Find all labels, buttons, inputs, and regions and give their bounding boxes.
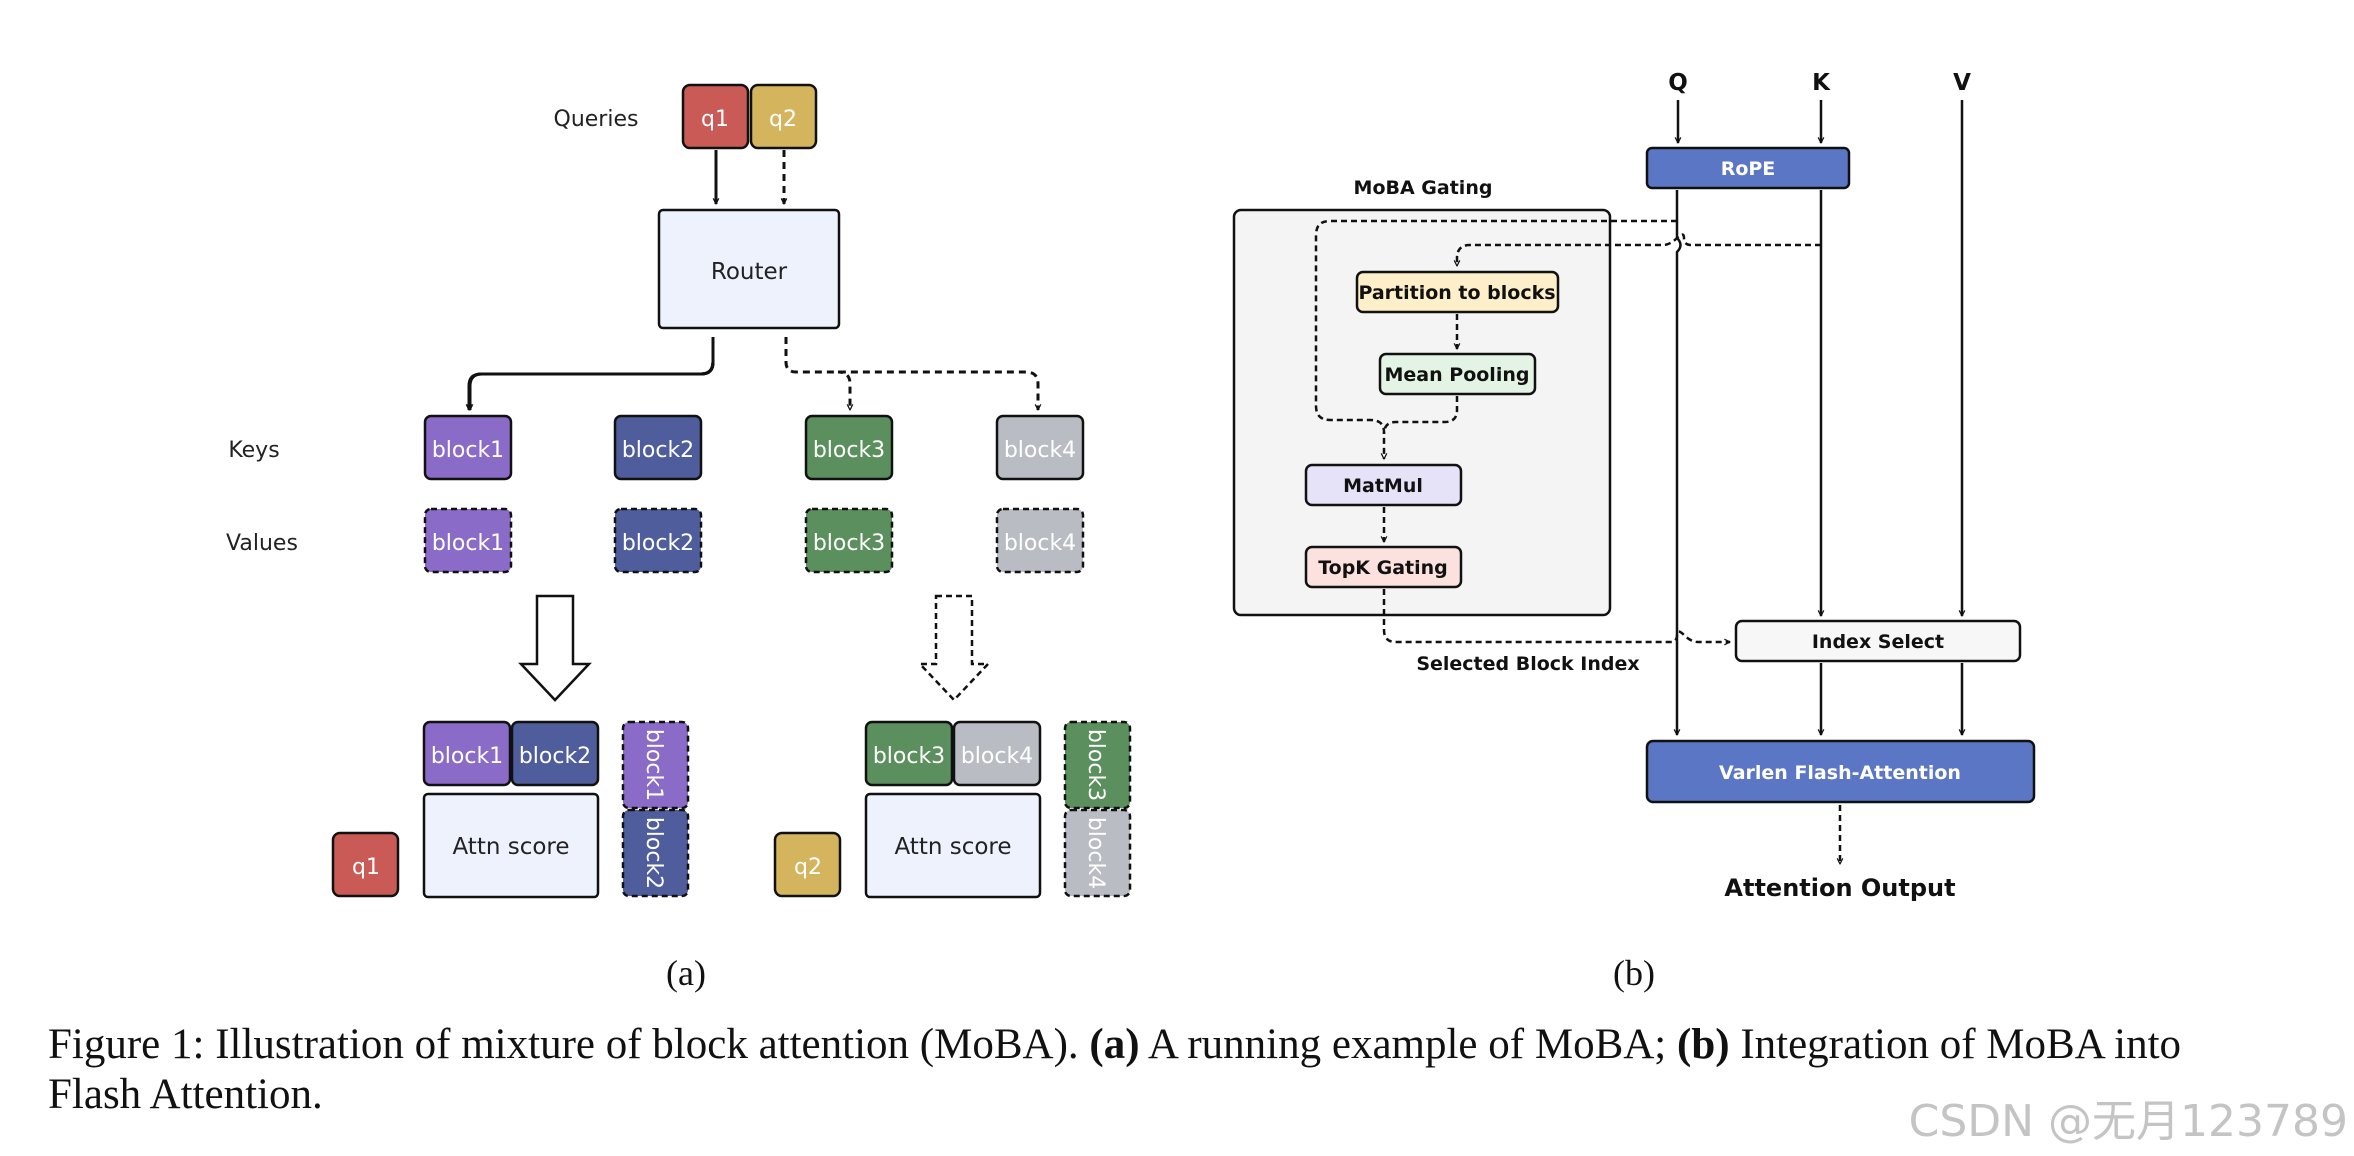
panel-b: Q K V MoBA Gating RoPE Partition to bloc… (1232, 70, 2036, 993)
svg-text:block2: block2 (622, 531, 694, 556)
value-block3: block3 (804, 507, 894, 574)
attn-key-block2: block2 (510, 720, 600, 787)
figure-caption: Figure 1: Illustration of mixture of blo… (48, 1020, 2248, 1120)
svg-text:block1: block1 (432, 531, 504, 556)
svg-text:block2: block2 (641, 817, 666, 889)
selected-index-label: Selected Block Index (1416, 653, 1639, 675)
svg-text:Partition to blocks: Partition to blocks (1358, 282, 1555, 304)
attn-value-block3: block3 (1063, 720, 1132, 810)
router-to-keys-dashed (784, 337, 1038, 410)
mean-pooling-box: Mean Pooling (1378, 352, 1537, 396)
attn-value-block2: block2 (621, 808, 690, 898)
svg-text:block3: block3 (813, 438, 885, 463)
svg-text:Attn score: Attn score (894, 834, 1011, 860)
big-arrow-dashed (917, 594, 991, 702)
svg-text:block1: block1 (641, 729, 666, 801)
svg-text:block1: block1 (432, 438, 504, 463)
caption-b-tag: (b) (1677, 1021, 1730, 1068)
svg-text:Index Select: Index Select (1812, 631, 1944, 653)
svg-text:Mean Pooling: Mean Pooling (1385, 364, 1530, 386)
router-to-keys-solid (470, 337, 715, 410)
svg-text:TopK Gating: TopK Gating (1318, 557, 1448, 579)
caption-a-text: A running example of MoBA; (1147, 1021, 1667, 1068)
svg-text:block4: block4 (1004, 438, 1076, 463)
matmul-box: MatMul (1304, 463, 1463, 507)
panel-a-sublabel: (a) (666, 953, 706, 993)
q-to-matmul-dashed (1314, 219, 1677, 459)
attn-query-q2: q2 (773, 831, 842, 898)
partition-box: Partition to blocks (1355, 270, 1560, 314)
svg-text:Varlen Flash-Attention: Varlen Flash-Attention (1719, 762, 1961, 784)
q-label: Q (1668, 70, 1688, 96)
attention-output-label: Attention Output (1724, 874, 1955, 902)
k-label: K (1812, 70, 1831, 96)
attn-key-block4: block4 (952, 720, 1042, 787)
caption-a-tag: (a) (1089, 1021, 1140, 1068)
varlen-box: Varlen Flash-Attention (1645, 739, 2036, 804)
key-block4: block4 (995, 414, 1085, 481)
attn-value-block4: block4 (1063, 808, 1132, 898)
svg-text:Router: Router (711, 259, 788, 285)
rope-box: RoPE (1645, 146, 1851, 190)
attn-value-block1: block1 (621, 720, 690, 810)
svg-text:q1: q1 (352, 855, 380, 880)
svg-text:block3: block3 (813, 531, 885, 556)
attn-group-q1: block1 block2 Attn score q1 block1 block… (331, 720, 690, 899)
queries-label: Queries (554, 107, 639, 132)
topk-box: TopK Gating (1304, 545, 1463, 589)
router-box: Router (657, 208, 841, 330)
attn-query-q1: q1 (331, 831, 400, 898)
svg-text:block3: block3 (1083, 729, 1108, 801)
svg-text:RoPE: RoPE (1721, 158, 1776, 180)
query-q1: q1 (681, 83, 750, 150)
value-block2: block2 (613, 507, 703, 574)
caption-prefix: Figure 1: Illustration of mixture of blo… (48, 1021, 1079, 1068)
svg-text:block3: block3 (873, 744, 945, 769)
svg-text:block2: block2 (519, 744, 591, 769)
svg-text:block4: block4 (1004, 531, 1076, 556)
query-q2: q2 (749, 83, 818, 150)
watermark: CSDN @无月123789 (1908, 1096, 2348, 1147)
panel-b-sublabel: (b) (1613, 953, 1655, 993)
svg-text:q1: q1 (701, 107, 729, 132)
caption-b-text: Integration of MoBA into Flash Attention… (48, 1021, 2182, 1118)
values-label: Values (226, 531, 298, 556)
key-block2: block2 (613, 414, 703, 481)
attn-score-q1: Attn score (422, 792, 600, 899)
key-block3: block3 (804, 414, 894, 481)
attn-group-q2: block3 block4 Attn score q2 block3 block… (773, 720, 1132, 899)
big-arrow-solid (518, 594, 592, 702)
attn-key-block3: block3 (864, 720, 954, 787)
panel-a: Queries Keys Values q1 q2 Router (226, 83, 1132, 993)
index-select-box: Index Select (1734, 619, 2022, 663)
svg-text:Attn score: Attn score (452, 834, 569, 860)
value-block4: block4 (995, 507, 1085, 574)
svg-text:block4: block4 (961, 744, 1033, 769)
svg-text:q2: q2 (794, 855, 822, 880)
keys-label: Keys (228, 438, 279, 463)
value-block1: block1 (423, 507, 513, 574)
svg-text:block4: block4 (1083, 817, 1108, 889)
q-line (1677, 190, 1682, 735)
svg-text:MatMul: MatMul (1343, 475, 1423, 497)
attn-score-q2: Attn score (864, 792, 1042, 899)
svg-text:q2: q2 (769, 107, 797, 132)
attn-key-block1: block1 (422, 720, 512, 787)
svg-text:block1: block1 (431, 744, 503, 769)
svg-text:block2: block2 (622, 438, 694, 463)
v-label: V (1953, 70, 1971, 96)
gating-title: MoBA Gating (1354, 177, 1493, 199)
key-block1: block1 (423, 414, 513, 481)
